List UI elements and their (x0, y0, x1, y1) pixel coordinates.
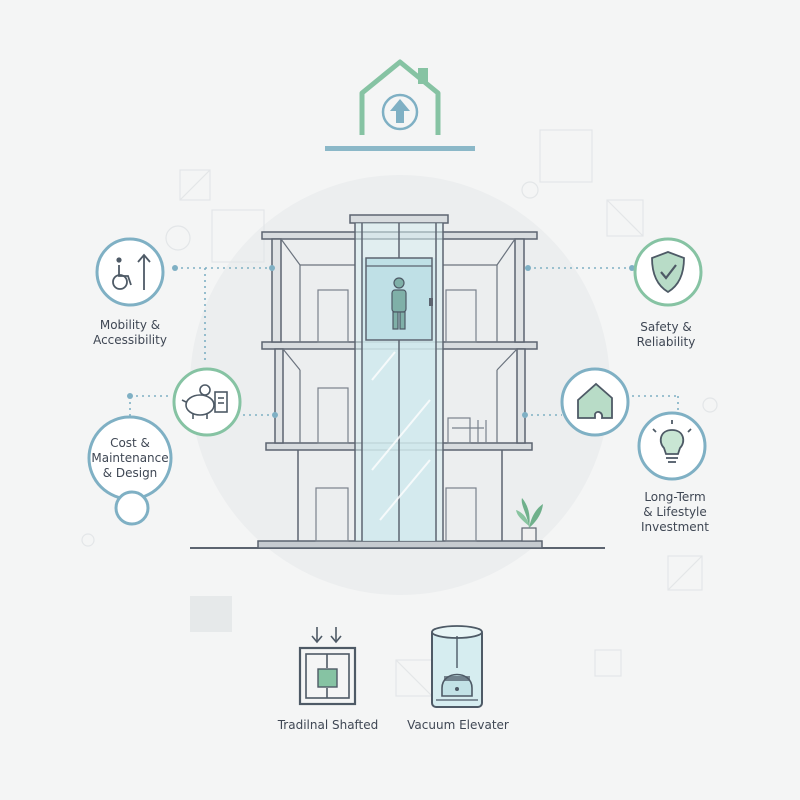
safety-reliability-label: Safety & Reliability (616, 320, 716, 350)
traditional-shafted-caption: Tradilnal Shafted (277, 718, 379, 732)
lightbulb-icon (652, 420, 692, 463)
house-puzzle-node (560, 367, 630, 437)
connector-dots (127, 265, 635, 418)
cost-line-2: Maintenance (91, 451, 169, 465)
safety-line-1: Safety & (640, 320, 692, 334)
mobility-accessibility-label: Mobility & Accessibility (80, 318, 180, 348)
cost-maintenance-node (172, 367, 242, 437)
vacuum-elevator-icon (431, 625, 483, 708)
plant-icon (516, 498, 543, 542)
mobility-accessibility-node (95, 237, 165, 307)
wheelchair-up-arrow-icon (112, 253, 151, 290)
mobility-line-1: Mobility & (99, 318, 161, 332)
long-term-node (637, 411, 707, 481)
safety-line-2: Reliability (636, 335, 696, 349)
cost-maintenance-label: Cost & Maintenance & Design (80, 436, 180, 481)
furniture (447, 417, 487, 444)
shafted-elevator-icon (298, 627, 357, 706)
home-elevator-icon (325, 59, 475, 151)
vacuum-elevator-caption: Vacuum Elevater (407, 718, 509, 732)
longterm-line-2: & Lifestyle (643, 505, 707, 519)
cost-line-3: & Design (102, 466, 158, 480)
house-puzzle-icon (577, 382, 613, 419)
cost-decor-circles (87, 415, 173, 526)
piggy-bank-gear-icon (181, 384, 228, 419)
longterm-line-3: Investment (641, 520, 709, 534)
cost-line-1: Cost & (110, 436, 150, 450)
longterm-line-1: Long-Term (644, 490, 706, 504)
long-term-label: Long-Term & Lifestyle Investment (620, 490, 730, 535)
building-illustration (190, 214, 605, 549)
shield-check-icon (651, 251, 685, 294)
mobility-line-2: Accessibility (93, 333, 167, 347)
safety-reliability-node (633, 237, 703, 307)
passenger-figure (391, 277, 407, 330)
